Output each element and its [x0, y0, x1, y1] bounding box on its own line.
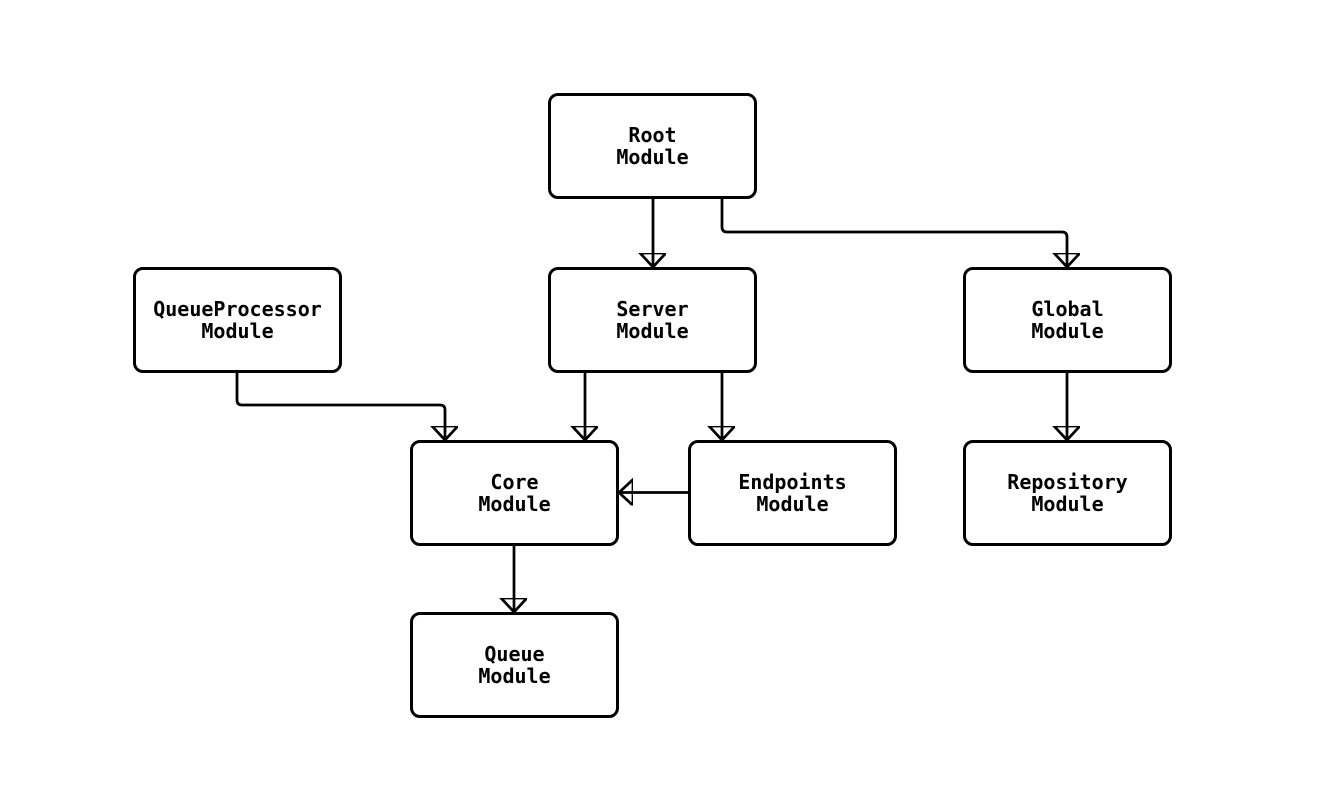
node-queue-module-label: Queue Module	[478, 642, 551, 688]
node-endpoints-module-label: Endpoints Module	[738, 470, 847, 516]
node-core-module: Core Module	[410, 440, 619, 546]
node-server-module-label: Server Module	[616, 297, 689, 343]
node-global-module: Global Module	[963, 267, 1172, 373]
node-root-module: Root Module	[548, 93, 757, 199]
node-repository-module-label: Repository Module	[1007, 470, 1128, 516]
node-queue-module: Queue Module	[410, 612, 619, 718]
node-global-module-label: Global Module	[1031, 297, 1104, 343]
edge-root-to-global	[720, 198, 1067, 267]
edge-queueprocessor-to-core	[235, 373, 445, 440]
node-server-module: Server Module	[548, 267, 757, 373]
node-queueprocessor-module: QueueProcessor Module	[133, 267, 342, 373]
node-repository-module: Repository Module	[963, 440, 1172, 546]
node-core-module-label: Core Module	[478, 470, 551, 516]
node-root-module-label: Root Module	[616, 123, 689, 169]
node-endpoints-module: Endpoints Module	[688, 440, 897, 546]
node-queueprocessor-module-label: QueueProcessor Module	[153, 297, 322, 343]
